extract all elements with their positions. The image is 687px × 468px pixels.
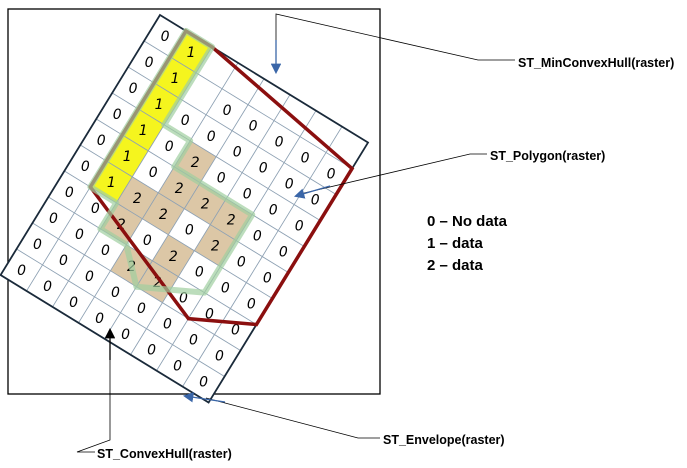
cell-value: 2	[133, 191, 142, 207]
legend-item-0: 0 – No data	[427, 213, 508, 230]
cell-value: 2	[153, 275, 162, 291]
label-convex-hull: ST_ConvexHull(raster)	[97, 447, 232, 461]
cell-value: 0	[137, 301, 146, 317]
cell-value: 0	[179, 291, 188, 307]
cell-value: 2	[159, 207, 168, 223]
leader-min-convex-hull	[275, 13, 515, 64]
cell-value: 0	[259, 161, 268, 177]
cell-value: 0	[231, 323, 240, 339]
cell-value: 1	[155, 97, 164, 113]
cell-value: 2	[227, 213, 236, 229]
cell-value: 0	[253, 229, 262, 245]
cell-value: 0	[249, 119, 258, 135]
cell-value: 0	[207, 129, 216, 145]
cell-value: 0	[215, 349, 224, 365]
cell-value: 0	[149, 165, 158, 181]
cell-value: 0	[223, 103, 232, 119]
cell-value: 1	[171, 71, 180, 87]
cell-value: 0	[217, 171, 226, 187]
cell-value: 0	[69, 295, 78, 311]
cell-value: 2	[211, 239, 220, 255]
cell-value: 0	[113, 107, 122, 123]
cell-value: 0	[301, 151, 310, 167]
cell-value: 0	[275, 135, 284, 151]
cell-value: 0	[81, 159, 90, 175]
cell-value: 0	[143, 233, 152, 249]
cell-value: 1	[123, 149, 132, 165]
cell-value: 0	[195, 265, 204, 281]
cell-value: 0	[85, 269, 94, 285]
cell-value: 2	[117, 217, 126, 233]
cell-value: 0	[199, 375, 208, 391]
raster-grid: 0101000000100000001020000010222000122020…	[0, 13, 370, 404]
cell-value: 0	[91, 201, 100, 217]
leader-envelope	[205, 397, 380, 439]
cell-value: 0	[173, 359, 182, 375]
cell-value: 2	[175, 181, 184, 197]
cell-value: 0	[263, 271, 272, 287]
cell-value: 0	[327, 167, 336, 183]
cell-value: 0	[205, 307, 214, 323]
polygon-outline	[87, 27, 256, 296]
label-polygon: ST_Polygon(raster)	[490, 149, 605, 163]
cell-value: 2	[191, 155, 200, 171]
convex-hull-outline	[0, 13, 370, 404]
cell-value: 0	[17, 263, 26, 279]
cell-value: 0	[221, 281, 230, 297]
cell-value: 0	[163, 317, 172, 333]
cell-value: 2	[201, 197, 210, 213]
cell-value: 0	[237, 255, 246, 271]
legend: 0 – No data 1 – data 2 – data	[427, 213, 508, 274]
arrow-envelope	[182, 392, 226, 403]
cell-value: 0	[279, 245, 288, 261]
cell-value: 0	[243, 187, 252, 203]
cell-value: 0	[311, 193, 320, 209]
cell-value: 0	[101, 243, 110, 259]
cell-value: 0	[247, 297, 256, 313]
cell-value: 0	[43, 279, 52, 295]
cell-value: 0	[145, 55, 154, 71]
cell-value: 0	[65, 185, 74, 201]
cell-value: 0	[111, 285, 120, 301]
cell-value: 0	[95, 311, 104, 327]
cell-value: 1	[187, 45, 196, 61]
cell-value: 0	[33, 237, 42, 253]
cell-value: 0	[181, 113, 190, 129]
cell-value: 0	[59, 253, 68, 269]
cell-value: 0	[121, 327, 130, 343]
leader-polygon	[299, 153, 487, 195]
arrow-polygon	[294, 185, 331, 199]
label-min-convex-hull: ST_MinConvexHull(raster)	[518, 56, 674, 70]
cell-value: 0	[269, 203, 278, 219]
cell-value: 0	[189, 333, 198, 349]
cell-value: 0	[161, 29, 170, 45]
label-envelope: ST_Envelope(raster)	[383, 433, 505, 447]
cell-value: 0	[233, 145, 242, 161]
cell-value: 0	[129, 81, 138, 97]
cell-value: 0	[97, 133, 106, 149]
cell-value: 1	[139, 123, 148, 139]
cell-value: 0	[49, 211, 58, 227]
cell-value: 0	[147, 343, 156, 359]
cell-value: 0	[165, 139, 174, 155]
cell-value: 0	[75, 227, 84, 243]
cell-value: 1	[107, 175, 116, 191]
cell-value: 0	[185, 223, 194, 239]
legend-item-1: 1 – data	[427, 235, 484, 252]
leader-convex-hull	[76, 334, 111, 453]
cell-value: 0	[285, 177, 294, 193]
legend-item-2: 2 – data	[427, 257, 484, 274]
cell-value: 2	[169, 249, 178, 265]
cell-value: 0	[295, 219, 304, 235]
